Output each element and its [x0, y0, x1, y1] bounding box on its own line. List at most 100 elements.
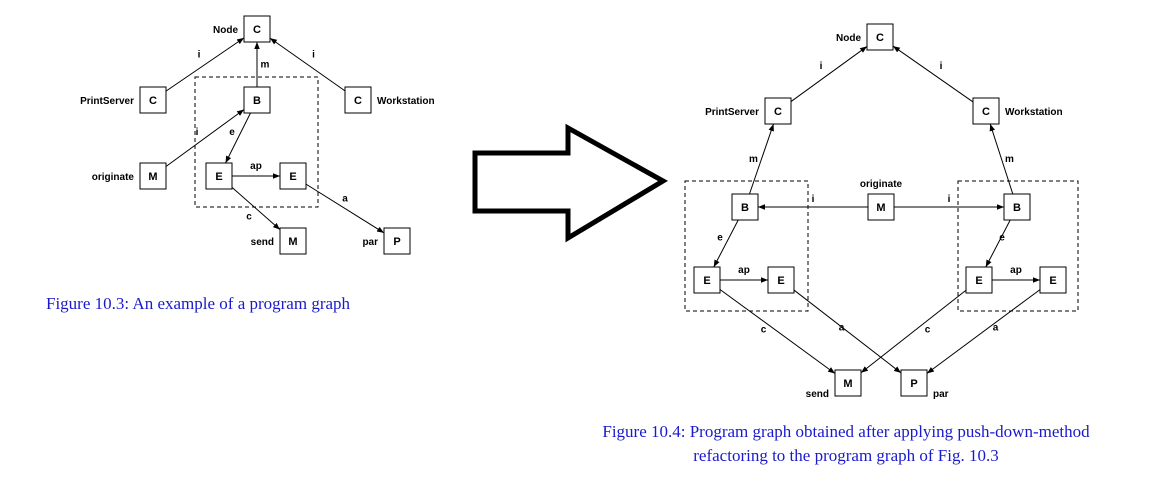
node-letter: M	[148, 171, 157, 183]
node-box	[344, 86, 372, 114]
node-n2_er1: E	[965, 266, 993, 294]
dashed-group-boxes	[194, 76, 1079, 312]
node-box	[900, 369, 928, 397]
node-box	[383, 227, 411, 255]
node-label: par	[362, 237, 378, 248]
node-box	[693, 266, 721, 294]
figure2-edge-n2_ps-to-n2_root	[790, 46, 868, 102]
node-letter: C	[149, 95, 157, 107]
figure1-edge-label: i	[196, 127, 199, 138]
figure2-edge-n2_bl-to-n2_el1	[713, 219, 739, 268]
figure1-edge-n1_b-to-n1_e1	[225, 112, 251, 164]
node-box	[279, 162, 307, 190]
figure2-edge-label: a	[839, 323, 845, 334]
figure2-caption-line1: Figure 10.4: Program graph obtained afte…	[602, 422, 1090, 441]
figure1-edge-n1_ps-to-n1_root	[165, 37, 245, 92]
figure2-edge-n2_el1-to-n2_send	[719, 289, 836, 374]
node-n2_er2: E	[1039, 266, 1067, 294]
figure2-edge-n2_br-to-n2_ws	[989, 123, 1014, 195]
figure2-edge-label: c	[925, 325, 931, 336]
node-letter: M	[876, 202, 885, 214]
figure2-edge-label: i	[940, 61, 943, 72]
node-label: originate	[92, 172, 135, 183]
node-box	[1039, 266, 1067, 294]
node-box	[243, 15, 271, 43]
figure2-edge-n2_er1-to-n2_send	[860, 289, 967, 374]
figure1-edge-label: i	[312, 50, 315, 61]
figure2-edge-label: e	[999, 233, 1005, 244]
node-box	[834, 369, 862, 397]
node-label: par	[933, 389, 949, 400]
node-n2_br: B	[1003, 193, 1031, 221]
node-label: PrintServer	[705, 107, 759, 118]
figure2-edge-n2_el2-to-n2_par	[793, 289, 902, 374]
figure1-edge-label: a	[342, 194, 348, 205]
node-label: originate	[860, 179, 903, 190]
figure1-caption: Figure 10.3: An example of a program gra…	[46, 294, 351, 313]
node-n2_el2: E	[767, 266, 795, 294]
figure1-edge-n1_orig-to-n1_b	[165, 109, 245, 167]
node-letter: E	[975, 275, 982, 287]
node-box	[243, 86, 271, 114]
figure2-edge-n2_er2-to-n2_par	[926, 289, 1041, 374]
node-letter: E	[289, 171, 296, 183]
figure1-edge-n1_e2-to-n1_par	[305, 183, 385, 234]
node-n2_bl: B	[731, 193, 759, 221]
node-n1_e2: E	[279, 162, 307, 190]
node-label: Workstation	[1005, 107, 1063, 118]
figure2-edge-label: e	[717, 233, 723, 244]
node-box	[866, 23, 894, 51]
node-letter: P	[910, 378, 917, 390]
figure2-edge-n2_ws-to-n2_root	[892, 45, 974, 103]
node-letter: E	[777, 275, 784, 287]
node-box	[139, 162, 167, 190]
node-box	[731, 193, 759, 221]
node-box	[139, 86, 167, 114]
figure2-dashed-box-right	[957, 180, 1079, 312]
node-letter: B	[1013, 202, 1021, 214]
node-label: Workstation	[377, 96, 435, 107]
figure1-edge-label: c	[246, 212, 252, 223]
node-box	[767, 266, 795, 294]
figure1-edge-label: m	[261, 60, 270, 71]
node-letter: M	[288, 236, 297, 248]
node-label: Node	[836, 33, 861, 44]
node-box	[1003, 193, 1031, 221]
node-letter: B	[253, 95, 261, 107]
figure2-edge-n2_bl-to-n2_ps	[748, 123, 775, 195]
figure1-edge-label: e	[229, 127, 235, 138]
node-letter: C	[876, 32, 884, 44]
node-letter: E	[1049, 275, 1056, 287]
figure2-edge-label: ap	[738, 265, 750, 276]
figure2-dashed-box-left	[684, 180, 809, 312]
node-n1_b: B	[243, 86, 271, 114]
node-letter: M	[843, 378, 852, 390]
figure2-edge-label: a	[993, 323, 999, 334]
figure2-caption-line2: refactoring to the program graph of Fig.…	[693, 446, 999, 465]
figure1-edge-label: ap	[250, 161, 262, 172]
big-right-arrow-icon	[472, 123, 668, 243]
node-letter: P	[393, 236, 400, 248]
figure2-edge-n2_br-to-n2_er1	[985, 219, 1011, 268]
node-box	[205, 162, 233, 190]
figure2-edge-label: ap	[1010, 265, 1022, 276]
node-letter: E	[215, 171, 222, 183]
figure2-edge-label: i	[820, 61, 823, 72]
node-label: send	[251, 237, 274, 248]
node-box	[867, 193, 895, 221]
node-letter: C	[982, 106, 990, 118]
figure2-edge-label: i	[812, 194, 815, 205]
